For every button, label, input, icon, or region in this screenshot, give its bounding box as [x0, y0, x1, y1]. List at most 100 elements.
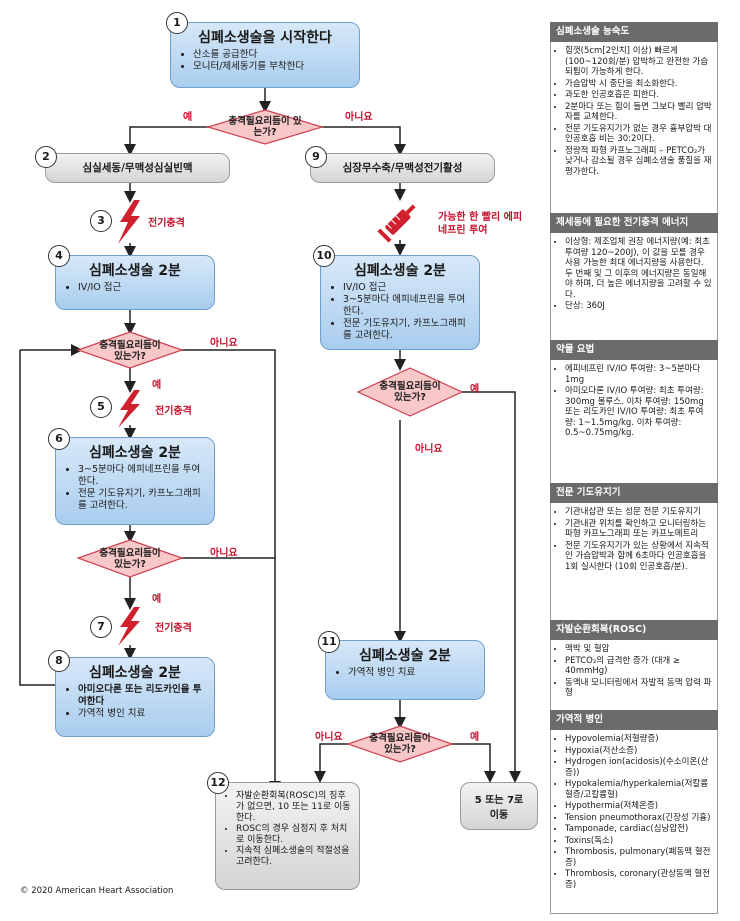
decision-2-no: 아니요 — [210, 338, 238, 349]
sidebar-item: Hypothermia(저체온증) — [565, 801, 714, 812]
step-number-11: 11 — [318, 631, 340, 653]
sidebar-section-2: 이상형: 제조업체 권장 에너지량(예: 최초 투여량 120~200J), 이… — [550, 237, 718, 313]
sidebar-item: 가슴압박 시 중단을 최소화한다. — [565, 79, 714, 90]
sidebar-item: Hypoxia(저산소증) — [565, 746, 714, 757]
shock-label-7: 전기충격 — [155, 623, 192, 634]
sidebar-section-5: 맥박 및 혈압 PETCO₂의 급격한 증가 (대개 ≥ 40mmHg) 동맥내… — [550, 644, 718, 700]
shock-label-3: 전기충격 — [148, 218, 185, 229]
step-number-3: 3 — [90, 210, 112, 232]
shock-icon-5 — [118, 390, 140, 428]
sidebar-item: Tamponade, cardiac(심낭압전) — [565, 824, 714, 835]
syringe-icon — [377, 204, 416, 243]
decision-3-yes: 예 — [152, 594, 162, 605]
step-6-item: 3~5분마다 에피네프린을 투여한다. — [78, 464, 206, 488]
sidebar-item: Thrombosis, pulmonary(폐동맥 혈전증) — [565, 847, 714, 868]
sidebar-item: 과도한 인공호흡은 피한다. — [565, 90, 714, 101]
decision-diamond-5 — [346, 725, 454, 763]
sidebar-item: Tension pneumothorax(긴장성 기흉) — [565, 813, 714, 824]
decision-4-yes: 예 — [470, 384, 480, 395]
step-1-title: 심폐소생술을 시작한다 — [198, 30, 332, 46]
step-number-2: 2 — [35, 146, 57, 168]
sidebar-item: Hypokalemia/hyperkalemia(저칼륨혈증/고칼륨혈) — [565, 779, 714, 800]
decision-diamond-1 — [205, 109, 325, 145]
step-10-item: 전문 기도유지기, 카프노그래피를 고려한다. — [343, 318, 471, 342]
decision-2-yes: 예 — [152, 380, 162, 391]
sidebar-section-3: 에피네프린 IV/IO 투여량: 3~5분마다 1mg 아미오다론 IV/IO … — [550, 364, 718, 440]
sidebar-item: 힘껏(5cm[2인치] 이상) 빠르게(100~120회/분) 압박하고 완전한… — [565, 46, 714, 78]
decision-4-text: 충격필요리듬이 있는가? — [379, 381, 441, 403]
step-10-item: 3~5분마다 에피네프린을 투여한다. — [343, 294, 471, 318]
sidebar-item: Toxins(독소) — [565, 836, 714, 847]
step-number-12: 12 — [207, 772, 229, 794]
decision-4-no: 아니요 — [415, 444, 443, 455]
goto-label: 5 또는 7로 이동 — [474, 795, 524, 821]
decision-2-text: 충격필요리듬이 있는가? — [99, 340, 161, 362]
shock-icon-7 — [118, 607, 140, 646]
step-number-8: 8 — [48, 650, 70, 672]
step-10-box: 심폐소생술 2분 IV/IO 접근 3~5분마다 에피네프린을 투여한다. 전문… — [320, 255, 480, 350]
step-10-title: 심폐소생술 2분 — [354, 263, 446, 279]
goto-box: 5 또는 7로 이동 — [460, 782, 538, 830]
copyright: © 2020 American Heart Association — [20, 886, 174, 896]
step-number-9: 9 — [305, 146, 327, 168]
sidebar-item: Hypovolemia(저혈량증) — [565, 734, 714, 745]
step-2-title: 심실세동/무맥성심실빈맥 — [82, 162, 193, 174]
sidebar-item: 기관내삽관 또는 성문 전문 기도유지기 — [565, 507, 714, 518]
step-8-title: 심폐소생술 2분 — [89, 665, 181, 681]
step-4-title: 심폐소생술 2분 — [89, 263, 181, 279]
step-8-item: 가역적 병인 치료 — [78, 708, 206, 720]
sidebar-section-4: 기관내삽관 또는 성문 전문 기도유지기 기관내관 위치를 확인하고 모니터링하… — [550, 507, 718, 573]
sidebar-item: 기관내관 위치를 확인하고 모니터링하는 파형 카프노그래피 또는 카프노메트리 — [565, 519, 714, 540]
sidebar-heading-3: 약물 요법 — [550, 340, 718, 360]
shock-label-5: 전기충격 — [155, 406, 192, 417]
step-8-box: 심폐소생술 2분 아미오다론 또는 리도카인을 투여한다 가역적 병인 치료 — [55, 657, 215, 737]
step-11-item: 가역적 병인 치료 — [348, 667, 476, 679]
sidebar-item: 맥박 및 혈압 — [565, 644, 714, 655]
step-2-box: 심실세동/무맥성심실빈맥 — [45, 153, 230, 183]
decision-5-text: 충격필요리듬이 있는가? — [369, 733, 431, 755]
decision-diamond-3 — [76, 539, 184, 578]
step-6-title: 심폐소생술 2분 — [89, 445, 181, 461]
decision-5-yes: 예 — [470, 732, 480, 743]
step-8-item: 아미오다론 또는 리도카인을 투여한다 — [78, 684, 206, 708]
sidebar-item: Thrombosis, coronary(관상동맥 혈전증) — [565, 869, 714, 890]
sidebar-item: 단상: 360J — [565, 301, 714, 312]
decision-1-yes: 예 — [183, 112, 193, 123]
sidebar-section-6: Hypovolemia(저혈량증) Hypoxia(저산소증) Hydrogen… — [550, 734, 718, 891]
sidebar-heading-4: 전문 기도유지기 — [550, 483, 718, 503]
sidebar-item: 이상형: 제조업체 권장 에너지량(예: 최초 투여량 120~200J), 이… — [565, 237, 714, 300]
sidebar-heading-5: 자발순환회복(ROSC) — [550, 620, 718, 640]
sidebar-item: 전문 기도유지기가 있는 상황에서 지속적인 가슴압박과 함께 6초마다 인공호… — [565, 541, 714, 573]
sidebar-heading-2: 제세동에 필요한 전기충격 에너지 — [550, 213, 718, 233]
decision-5-no: 아니요 — [315, 732, 343, 743]
sidebar-item: 정량적 파형 카프노그래피 – PETCO₂가 낮거나 감소될 경우 심폐소생술… — [565, 146, 714, 178]
step-number-6: 6 — [48, 428, 70, 450]
step-number-1: 1 — [166, 12, 188, 34]
decision-diamond-4 — [356, 367, 464, 417]
sidebar-item: 동맥내 모니터링에서 자발적 동맥 압력 파형 — [565, 678, 714, 699]
step-12-item: 지속적 심폐소생술의 적절성을 고려한다. — [236, 846, 353, 868]
step-number-10: 10 — [313, 245, 335, 267]
step-9-title: 심장무수축/무맥성전기활성 — [342, 162, 463, 174]
step-number-5: 5 — [90, 396, 112, 418]
decision-3-text: 충격필요리듬이 있는가? — [99, 548, 161, 570]
sidebar-item: 에피네프린 IV/IO 투여량: 3~5분마다 1mg — [565, 364, 714, 385]
step-9-box: 심장무수축/무맥성전기활성 — [310, 153, 495, 183]
step-11-title: 심폐소생술 2분 — [359, 648, 451, 664]
step-10-item: IV/IO 접근 — [343, 282, 471, 294]
shock-icon-3 — [118, 200, 140, 244]
step-1-item: 모니터/제세동기를 부착한다 — [193, 61, 351, 73]
step-4-box: 심폐소생술 2분 IV/IO 접근 — [55, 255, 215, 310]
sidebar-heading-6: 가역적 병인 — [550, 710, 718, 730]
step-1-box: 심폐소생술을 시작한다 산소를 공급한다 모니터/제세동기를 부착한다 — [170, 22, 360, 88]
decision-3-no: 아니요 — [210, 548, 238, 559]
sidebar-section-1: 힘껏(5cm[2인치] 이상) 빠르게(100~120회/분) 압박하고 완전한… — [550, 46, 718, 178]
step-12-item: 자발순환회복(ROSC)의 징후가 없으면, 10 또는 11로 이동한다. — [236, 791, 353, 824]
step-4-item: IV/IO 접근 — [78, 282, 206, 294]
epinephrine-label: 가능한 한 빨리 에피네프린 투여 — [438, 212, 523, 236]
step-6-item: 전문 기도유지기, 카프노그래피를 고려한다. — [78, 488, 206, 512]
sidebar-item: 아미오다론 IV/IO 투여량: 최초 투여량: 300mg 볼루스. 이차 투… — [565, 386, 714, 439]
sidebar-item: Hydrogen ion(acidosis)(수소이온(산증)) — [565, 757, 714, 778]
sidebar-heading-1: 심폐소생술 능숙도 — [550, 22, 718, 42]
